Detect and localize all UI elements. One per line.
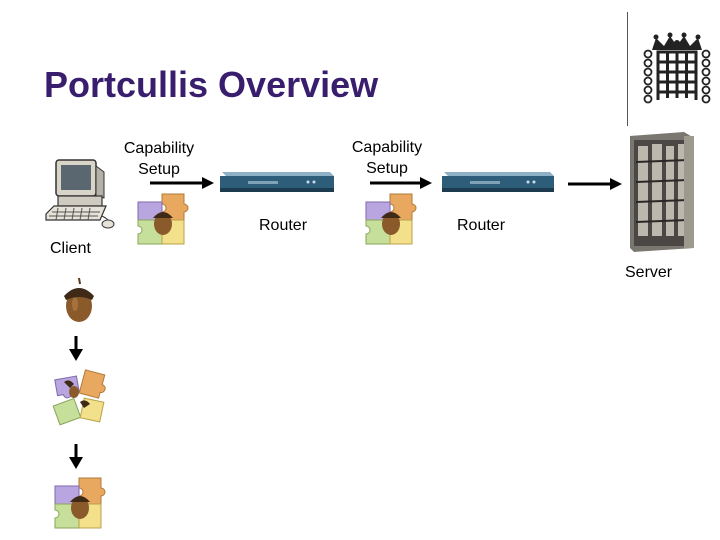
arrow-right-icon: [568, 178, 622, 190]
capability-setup-label-1: Capability Setup: [116, 138, 202, 180]
puzzle-icon: [52, 369, 106, 426]
acorn-icon: [70, 496, 90, 519]
acorn-icon: [381, 212, 401, 235]
client-computer-icon: [45, 159, 115, 229]
title-divider: [627, 12, 628, 126]
portcullis-logo-icon: [643, 32, 711, 104]
router-label-2: Router: [457, 217, 506, 234]
puzzle-icon: [137, 193, 189, 245]
arrow-down-icon: [69, 444, 83, 469]
capability-setup-label-2: Capability Setup: [344, 137, 430, 179]
acorn-icon: [64, 277, 94, 322]
arrow-right-icon: [150, 177, 214, 189]
client-label: Client: [50, 240, 91, 257]
server-label: Server: [625, 264, 673, 281]
server-rack-icon: [630, 132, 694, 252]
capability-setup-line-2: Setup: [366, 160, 408, 177]
arrow-right-icon: [370, 177, 432, 189]
arrow-down-icon: [69, 336, 83, 361]
router-label-1: Router: [259, 217, 308, 234]
capability-setup-line-1: Capability: [123, 140, 195, 157]
capability-setup-line-2: Setup: [138, 161, 180, 178]
page-title: Portcullis Overview: [44, 64, 379, 105]
puzzle-icon: [365, 193, 417, 245]
capability-setup-line-1: Capability: [351, 139, 423, 156]
puzzle-icon: [54, 477, 106, 529]
router-icon: [442, 172, 554, 192]
router-icon: [220, 172, 334, 192]
acorn-icon: [153, 212, 173, 235]
